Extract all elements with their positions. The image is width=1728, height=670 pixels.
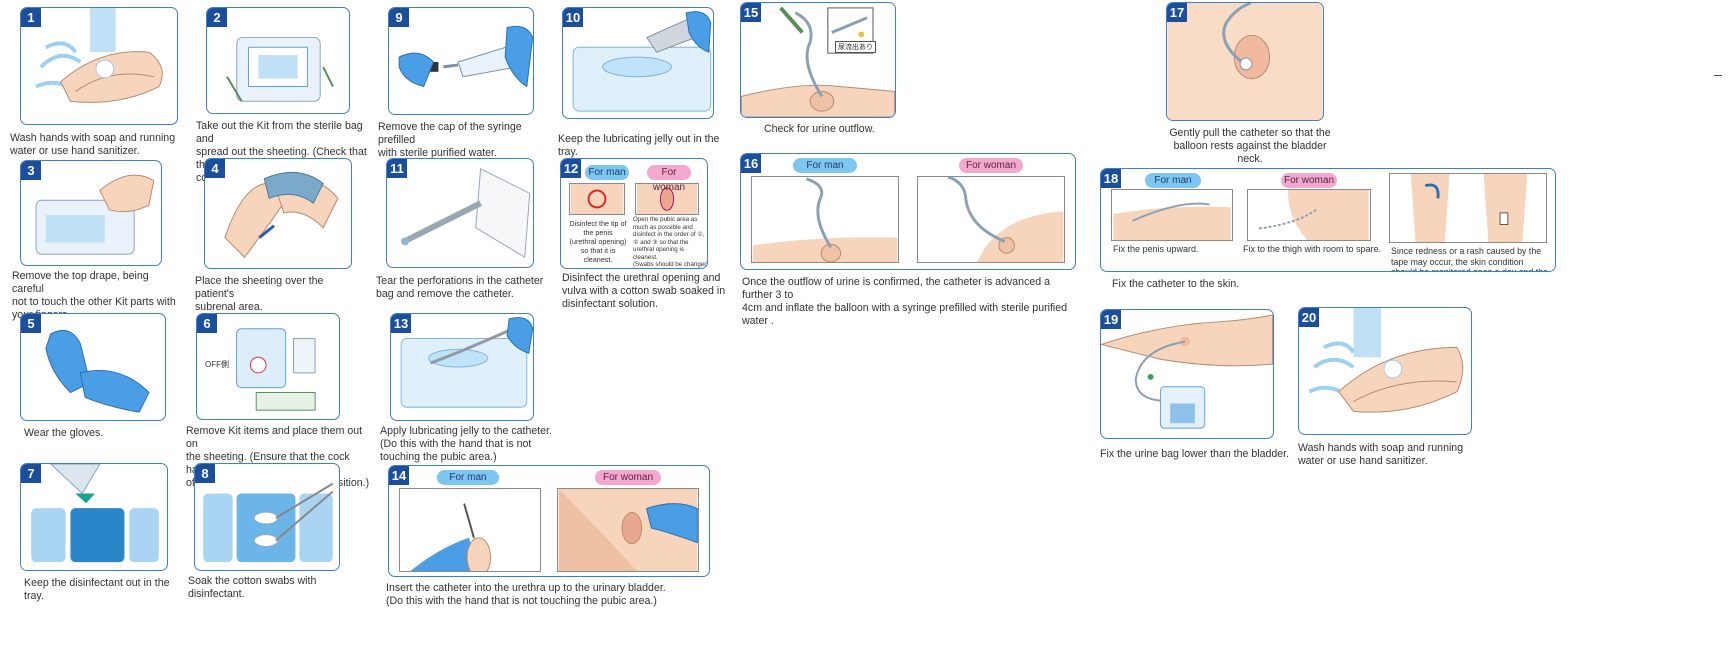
- step-10-panel: 10: [562, 7, 714, 119]
- step-9-caption: Remove the cap of the syringe prefilled …: [378, 121, 522, 159]
- step-10-caption: Keep the lubricating jelly out in the tr…: [558, 133, 720, 158]
- man-disinfect-view: [569, 183, 625, 215]
- step-1-panel: 1: [20, 7, 178, 125]
- step-12-caption: Disinfect the urethral opening and vulva…: [562, 272, 726, 310]
- step-16-caption: Once the outflow of urine is confirmed, …: [742, 276, 1068, 327]
- step-12-panel: 12 For man For woman Disinfect the tip o…: [560, 158, 708, 269]
- step-8-caption: Soak the cotton swabs with disinfectant.: [188, 575, 317, 600]
- woman-fixation-view: [1247, 189, 1371, 241]
- step-18-panel: 18 For man For woman Fix the penis upwar…: [1100, 168, 1556, 272]
- step-11-caption: Tear the perforations in the catheter ba…: [376, 275, 544, 300]
- step-6-panel: 6 OFF側: [196, 313, 340, 420]
- step-2-panel: 2: [206, 7, 350, 114]
- step-7-caption: Keep the disinfectant out in the tray.: [24, 577, 170, 602]
- disinfectant-tray-illustration: [31, 464, 159, 563]
- apply-jelly-illustration: [400, 317, 533, 408]
- fix-penis-text: Fix the penis upward.: [1113, 244, 1199, 254]
- urine-outflow-note: 尿流出あり: [835, 41, 876, 53]
- step-4-caption: Place the sheeting over the patient's su…: [195, 275, 324, 313]
- gloves-illustration: [45, 329, 150, 413]
- step-15-caption: Check for urine outflow.: [764, 123, 875, 135]
- man-fixation-view: [1111, 189, 1233, 241]
- step-13-panel: 13: [390, 313, 534, 421]
- handwashing-illustration: [35, 8, 163, 103]
- step-number: 6: [197, 314, 217, 333]
- step-14-panel: 14 For man For woman: [388, 465, 710, 577]
- step-5-panel: 5: [20, 313, 166, 421]
- step-number: 20: [1299, 308, 1319, 327]
- step-number: 10: [563, 8, 583, 27]
- step-number: 16: [741, 154, 761, 173]
- skin-care-view: [1389, 173, 1547, 243]
- step-20-caption: Wash hands with soap and running water o…: [1298, 442, 1464, 467]
- balloon-bladder-illustration: [1167, 3, 1323, 120]
- off-side-label: OFF側: [205, 360, 229, 369]
- for-woman-label: For woman: [595, 470, 661, 485]
- step-number: 3: [21, 161, 41, 180]
- woman-disinfect-text: Open the pubic area as much as possible …: [633, 216, 708, 268]
- handwashing-illustration: [1308, 308, 1464, 413]
- skin-care-note: Since redness or a rash caused by the ta…: [1391, 246, 1548, 271]
- man-insert-view: [399, 488, 541, 572]
- step-1-caption: Wash hands with soap and running water o…: [10, 132, 176, 157]
- step-5-caption: Wear the gloves.: [24, 427, 104, 439]
- step-number: 11: [387, 159, 407, 178]
- step-17-panel: 17: [1166, 2, 1324, 121]
- woman-balloon-view: [917, 176, 1065, 263]
- for-woman-label: For woman: [647, 165, 691, 193]
- kit-items-illustration: [236, 328, 316, 411]
- step-15-panel: 15 尿流出あり: [740, 2, 896, 118]
- step-number: 19: [1101, 310, 1121, 329]
- man-balloon-view: [751, 176, 899, 263]
- step-20-panel: 20: [1298, 307, 1472, 435]
- step-7-panel: 7: [20, 463, 168, 571]
- step-17-caption: Gently pull the catheter so that the bal…: [1169, 127, 1331, 165]
- step-number: 5: [21, 314, 41, 333]
- step-number: 9: [389, 8, 409, 27]
- woman-insert-view: [557, 488, 699, 572]
- for-man-label: For man: [585, 165, 629, 180]
- step-3-panel: 3: [20, 160, 162, 266]
- step-18-caption: Fix the catheter to the skin.: [1112, 278, 1240, 290]
- step-11-panel: 11: [386, 158, 534, 268]
- step-8-panel: 8: [194, 463, 340, 571]
- step-19-caption: Fix the urine bag lower than the bladder…: [1100, 448, 1290, 460]
- for-man-label: For man: [437, 470, 499, 485]
- step-number: 12: [561, 159, 581, 178]
- step-number: 17: [1167, 3, 1187, 22]
- step-number: 4: [205, 159, 225, 178]
- step-number: 13: [391, 314, 411, 333]
- for-man-label: For man: [793, 158, 857, 173]
- sheeting-placement-illustration: [224, 171, 339, 258]
- step-number: 18: [1101, 169, 1121, 188]
- step-13-caption: Apply lubricating jelly to the catheter.…: [380, 425, 552, 463]
- step-number: 7: [21, 464, 41, 483]
- step-number: 14: [389, 466, 409, 485]
- top-drape-illustration: [35, 174, 155, 255]
- man-disinfect-text: Disinfect the tip of the penis (urethral…: [569, 219, 627, 264]
- step-number: 1: [21, 8, 41, 27]
- step-number: 2: [207, 8, 227, 27]
- for-woman-label: For woman: [1281, 173, 1337, 188]
- step-9-panel: 9: [388, 7, 534, 115]
- woman-disinfect-view: [635, 183, 699, 215]
- step-4-panel: 4: [204, 158, 352, 269]
- step-16-panel: 16 For man For woman: [740, 153, 1076, 270]
- kit-package-illustration: [226, 36, 334, 102]
- step-3-caption: Remove the top drape, being careful not …: [12, 270, 176, 321]
- step-number: 15: [741, 3, 761, 22]
- step-number: 8: [195, 464, 215, 483]
- urine-bag-illustration: [1101, 314, 1273, 429]
- catheter-bag-illustration: [400, 168, 531, 259]
- syringe-cap-illustration: [398, 25, 533, 88]
- for-man-label: For man: [1145, 173, 1201, 188]
- lubricating-jelly-illustration: [572, 11, 712, 112]
- edge-mark: [1714, 75, 1722, 76]
- cotton-swabs-illustration: [203, 482, 334, 563]
- for-woman-label: For woman: [959, 158, 1023, 173]
- step-14-caption: Insert the catheter into the urethra up …: [386, 582, 666, 607]
- fix-thigh-text: Fix to the thigh with room to spare.: [1243, 244, 1382, 254]
- urine-outflow-illustration: [741, 6, 895, 117]
- step-19-panel: 19: [1100, 309, 1274, 439]
